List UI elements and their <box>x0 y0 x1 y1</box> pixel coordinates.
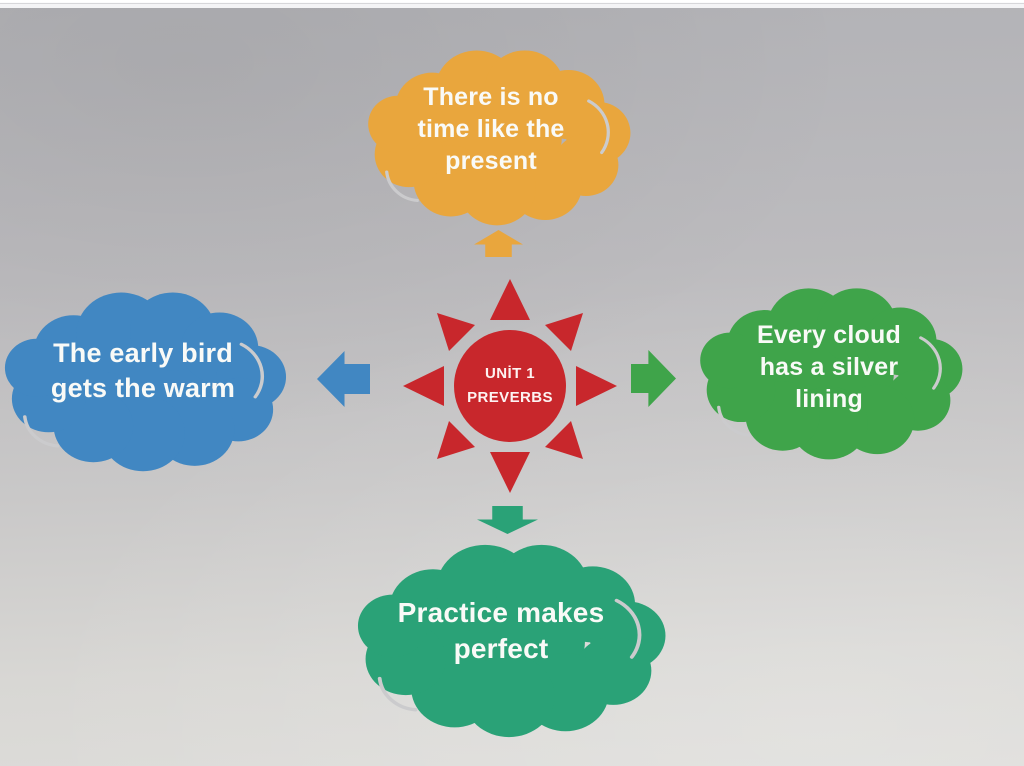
sun-node: UNİT 1 PREVERBS <box>395 271 625 501</box>
cloud-bottom: Practice makes perfect <box>346 540 672 740</box>
cloud-top: There is no time like the present <box>358 46 636 228</box>
text-line: The early bird <box>53 337 233 368</box>
cloud-bottom-text: Practice makes perfect <box>346 540 672 740</box>
arrow-up-icon <box>474 230 523 257</box>
arrow-down-icon <box>477 506 538 534</box>
cloud-top-text: There is no time like the present <box>358 46 636 228</box>
text-line: present <box>445 147 537 175</box>
sun-icon <box>403 279 617 493</box>
text-line: has a silver <box>759 353 899 381</box>
text-line: UNİT 1 <box>485 364 535 382</box>
text-line: perfect <box>453 633 549 664</box>
text-line: There is no <box>423 83 559 111</box>
photo-top-edge <box>0 0 1024 8</box>
text-line: lining <box>795 385 863 413</box>
text-line: time like the <box>417 115 565 143</box>
text-line: PREVERBS <box>467 389 553 406</box>
cloud-left: The early bird gets the warm <box>0 288 292 474</box>
cloud-right-text: Every cloud has a silver lining <box>690 284 968 462</box>
text-line: Practice makes <box>397 596 605 628</box>
sun-title: UNİT 1 PREVERBS <box>395 271 625 501</box>
arrow-right-icon <box>631 350 676 407</box>
text-line: gets the warm <box>50 373 236 403</box>
text-line: Every cloud <box>757 321 901 349</box>
cloud-left-text: The early bird gets the warm <box>0 288 292 474</box>
cloud-right: Every cloud has a silver lining <box>690 284 968 462</box>
arrow-left-icon <box>317 351 370 407</box>
